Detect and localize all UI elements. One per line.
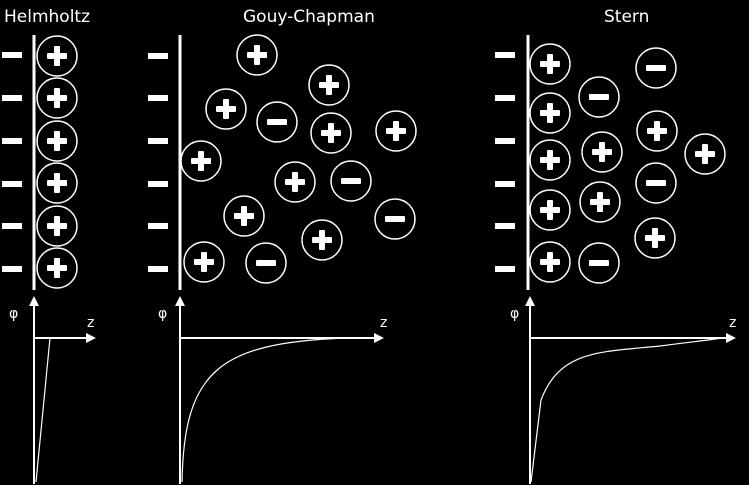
stern-title: Stern (604, 7, 650, 27)
surface-charge-icon (148, 223, 168, 229)
cation-icon (529, 43, 571, 85)
potential-curve (530, 337, 723, 483)
phi-axis-arrowhead (29, 296, 39, 306)
z-label: z (729, 315, 736, 331)
cation-icon (308, 64, 350, 106)
cation-icon (36, 205, 78, 247)
surface-charge-icon (2, 95, 22, 101)
z-label: z (87, 315, 94, 331)
cation-icon (634, 217, 676, 259)
surface-charge-icon (2, 138, 22, 144)
cation-icon (223, 195, 265, 237)
anion-icon (635, 162, 677, 204)
z-axis-arrowhead (726, 333, 736, 343)
cation-icon (310, 112, 352, 154)
cation-icon (636, 110, 678, 152)
phi-axis-arrowhead (525, 296, 535, 306)
surface-charge-icon (495, 95, 515, 101)
anion-icon (245, 242, 287, 284)
surface-charge-icon (148, 138, 168, 144)
surface-charge-icon (2, 181, 22, 187)
phi-axis-arrowhead (175, 296, 185, 306)
cation-icon (579, 181, 621, 223)
gouy-chapman-potential-plot: φ z (158, 296, 387, 484)
surface-charge-icon (2, 266, 22, 272)
phi-label: φ (9, 306, 18, 322)
anion-icon (578, 76, 620, 118)
surface-charge-icon (495, 223, 515, 229)
cation-icon (529, 241, 571, 283)
anion-icon (635, 47, 677, 89)
cation-icon (375, 110, 417, 152)
surface-charge-icon (148, 95, 168, 101)
surface-charge-icon (495, 52, 515, 58)
phi-label: φ (158, 306, 167, 322)
surface-charge-icon (2, 52, 22, 58)
anion-icon (330, 160, 372, 202)
potential-curve (35, 337, 80, 483)
surface-charge-icon (495, 138, 515, 144)
cation-icon (183, 241, 225, 283)
cation-icon (684, 133, 726, 175)
cation-icon (274, 161, 316, 203)
surface-charge-icon (2, 223, 22, 229)
anion-icon (374, 198, 416, 240)
cation-icon (36, 77, 78, 119)
helmholtz-potential-plot: φ z (9, 296, 96, 484)
stern-panel (495, 35, 726, 290)
cation-icon (36, 162, 78, 204)
potential-curve (181, 337, 346, 483)
cation-icon (236, 34, 278, 76)
cation-icon (36, 35, 78, 77)
anion-icon (578, 242, 620, 284)
cation-icon (581, 131, 623, 173)
cation-icon (205, 88, 247, 130)
gouy-chapman-title: Gouy-Chapman (243, 7, 375, 27)
z-axis-arrowhead (86, 333, 96, 343)
cation-icon (529, 189, 571, 231)
surface-charge-icon (148, 181, 168, 187)
z-label: z (380, 315, 387, 331)
helmholtz-panel (2, 35, 78, 290)
surface-charge-icon (495, 266, 515, 272)
surface-charge-icon (495, 181, 515, 187)
cation-icon (529, 139, 571, 181)
helmholtz-title: Helmholtz (4, 7, 91, 27)
phi-label: φ (510, 306, 519, 322)
anion-icon (256, 101, 298, 143)
stern-potential-plot: φ z (510, 296, 736, 484)
z-axis-arrowhead (374, 333, 384, 343)
cation-icon (36, 247, 78, 289)
cation-icon (301, 219, 343, 261)
surface-charge-icon (148, 53, 168, 59)
cation-icon (529, 92, 571, 134)
cation-icon (180, 140, 222, 182)
cation-icon (36, 120, 78, 162)
gouy-chapman-panel (148, 34, 417, 290)
surface-charge-icon (148, 266, 168, 272)
